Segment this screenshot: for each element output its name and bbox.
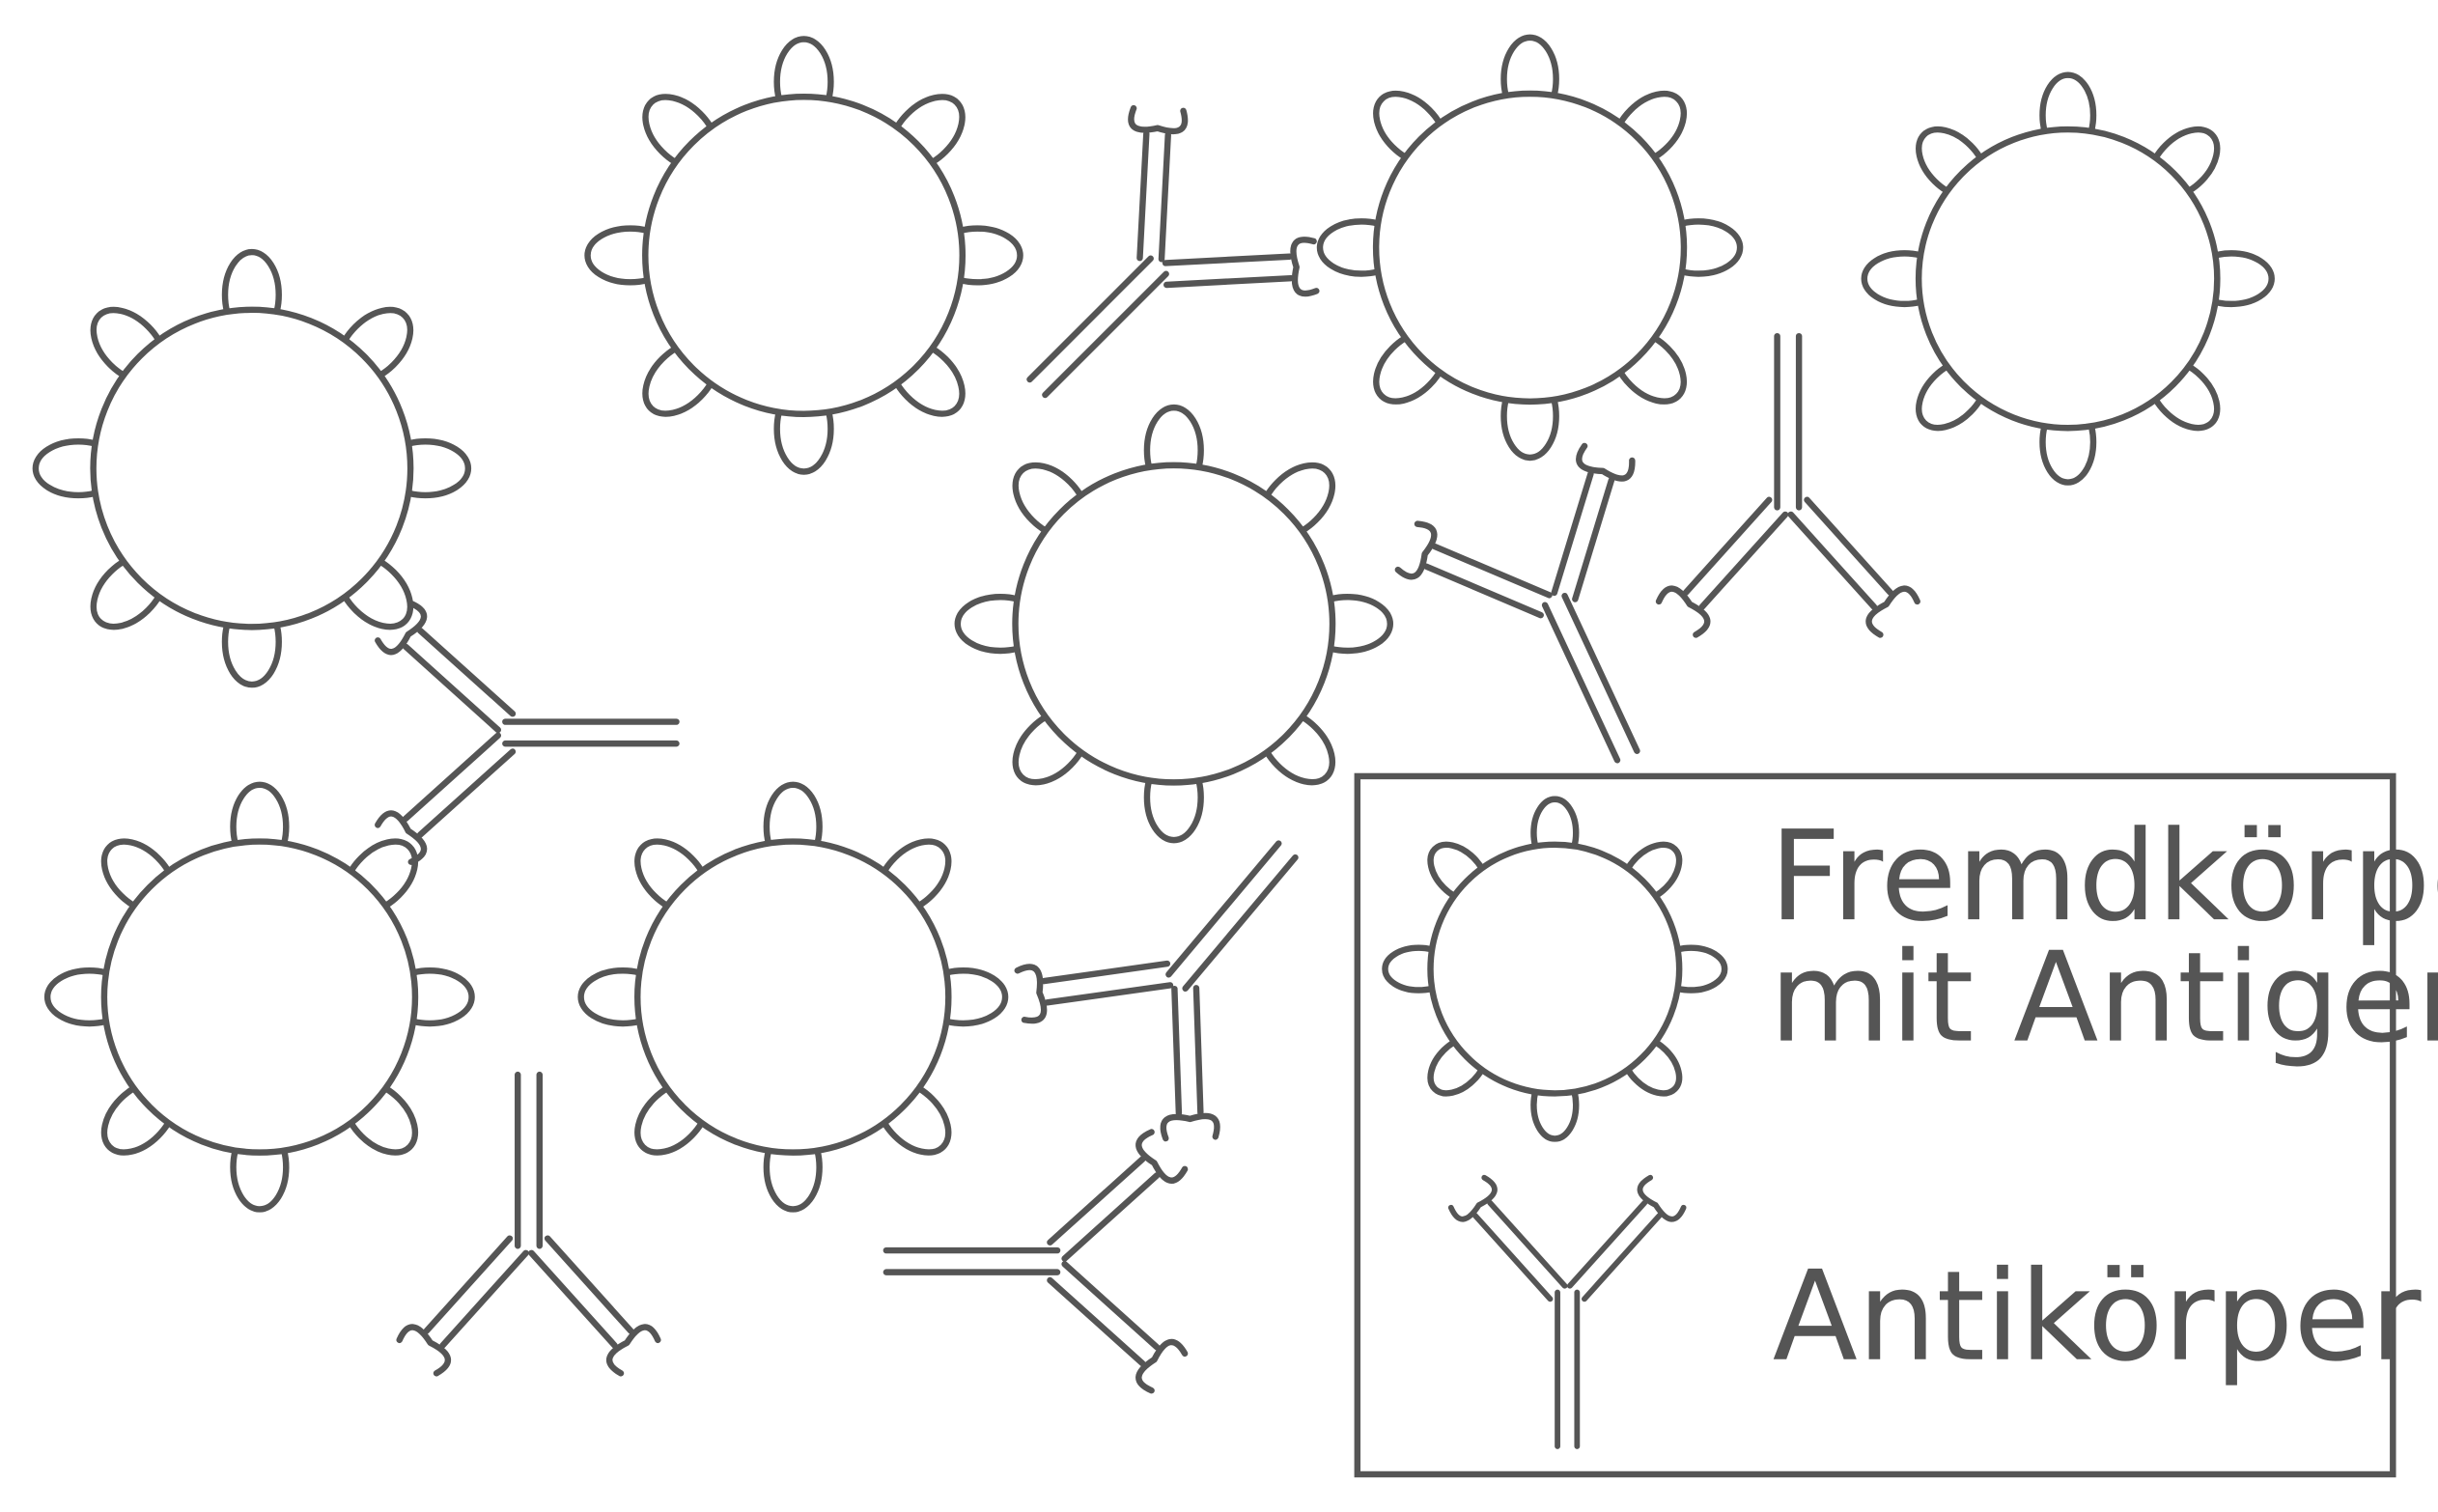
antibody-6: [396, 1071, 661, 1377]
pathogen-body: [90, 306, 414, 630]
legend-antibody-label: Antikörper: [1773, 1245, 2422, 1389]
antibody-binding-site: [1290, 237, 1320, 297]
antibody-3: [1655, 332, 1920, 638]
antibody-binding-site: [375, 810, 428, 865]
antibody-4: [375, 600, 680, 865]
antibody-binding-site: [1014, 964, 1048, 1024]
legend-pathogen-icon: [1382, 796, 1728, 1142]
pathogen-3: [1861, 71, 2275, 486]
antibody-5: [1014, 840, 1299, 1142]
antibody-binding-site: [1637, 1174, 1687, 1222]
antibody-binding-site: [1128, 104, 1189, 135]
antibody-binding-site: [396, 1324, 451, 1377]
pathogen-body: [1915, 126, 2221, 432]
antibody-binding-site: [1160, 1112, 1220, 1142]
pathogen-7: [577, 781, 1009, 1213]
legend-box: [1354, 772, 2396, 1478]
pathogen-2: [1316, 34, 1744, 462]
legend-pathogen-label-line2: mit Antigenen: [1770, 926, 2438, 1071]
antibody-binding-site: [375, 600, 428, 656]
antibody-2: [1394, 442, 1640, 764]
antibody-binding-site: [1135, 1338, 1189, 1394]
pathogen-body: [634, 838, 952, 1156]
antibody-binding-site: [1394, 520, 1438, 580]
pathogen-5: [954, 404, 1394, 844]
pathogen-body: [1012, 462, 1336, 786]
pathogen-body: [642, 93, 967, 417]
antibody-binding-site: [1865, 585, 1920, 638]
antibody-binding-site: [1655, 585, 1711, 638]
pathogen-body: [1427, 841, 1683, 1097]
antibody-binding-site: [606, 1324, 661, 1377]
legend-pathogen-label-line1: Fremdkörper: [1770, 804, 2438, 949]
pathogen-body: [100, 838, 419, 1156]
pathogen-1: [584, 36, 1023, 475]
antibody-binding-site: [1135, 1129, 1189, 1184]
antibody-binding-site: [1576, 442, 1636, 482]
antibody-binding-site: [1447, 1174, 1498, 1222]
pathogen-4: [32, 248, 472, 688]
legend-antibody-icon: [1447, 1174, 1687, 1449]
pathogen-body: [1372, 90, 1688, 406]
pathogen-6: [43, 781, 475, 1213]
antibody-1: [1026, 104, 1320, 399]
antibody-7: [883, 1129, 1189, 1394]
